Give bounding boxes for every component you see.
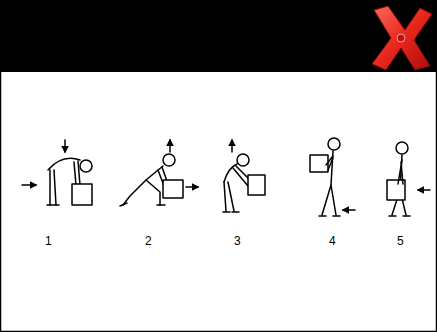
callout-number: 4 [329, 234, 336, 248]
figure-correct-carry [310, 138, 355, 216]
callout-number: 2 [145, 234, 152, 248]
figure-wrong-lift [223, 140, 265, 212]
figure-correct-carry [387, 142, 430, 216]
figure-wrong-lift [22, 140, 92, 205]
header-bar [0, 0, 437, 72]
red-x-icon [372, 6, 432, 70]
figure-wrong-lift [120, 140, 198, 206]
callout-number: 1 [45, 234, 52, 248]
callout-number: 3 [234, 234, 241, 248]
callout-number: 5 [397, 234, 404, 248]
